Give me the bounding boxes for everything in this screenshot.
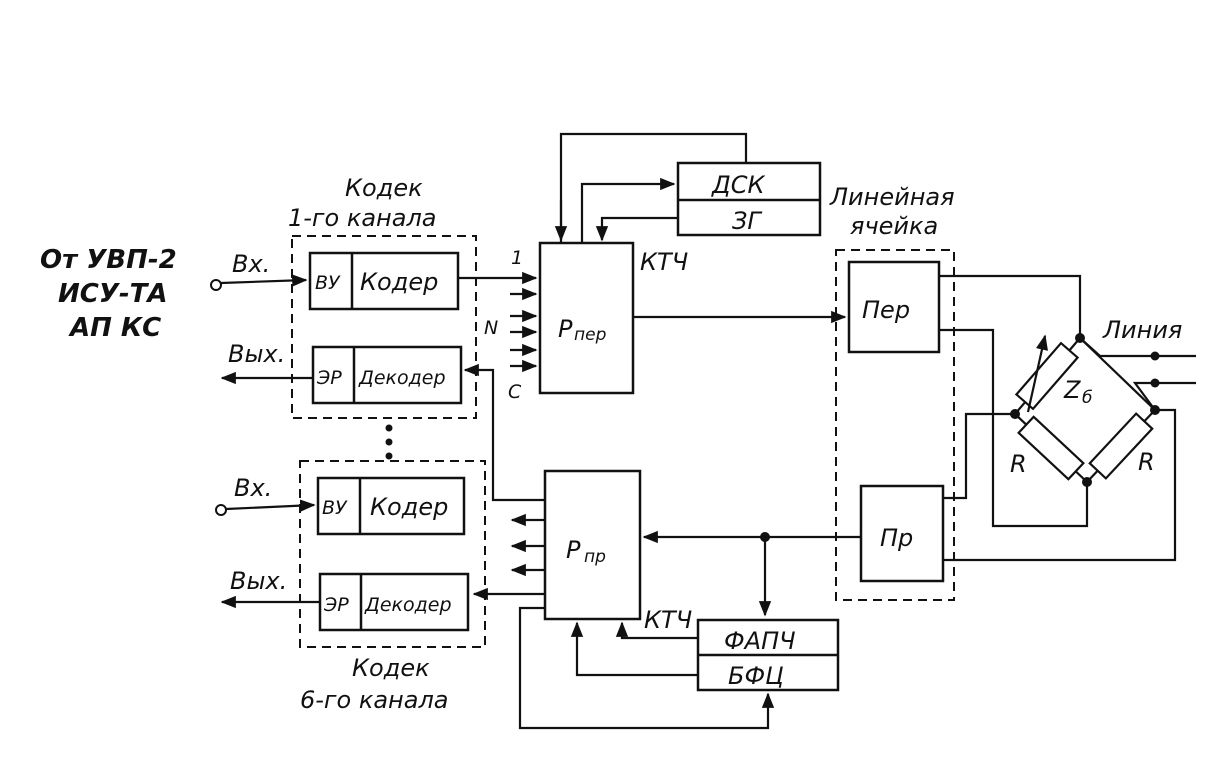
codec6-out-label: Вых. (230, 567, 287, 595)
codec1-vu-label: ВУ (315, 272, 341, 294)
codec1-coder-block (308, 251, 460, 311)
r-per-input-1: 1 (511, 247, 523, 269)
line-cell-title-1: Линейная (829, 183, 955, 211)
r-pr-main: P (566, 536, 581, 564)
codec6-decoder-label: Декодер (364, 594, 452, 616)
codec1-coder-label: Кодер (360, 268, 438, 296)
source-line-2: ИСУ-ТА (58, 279, 168, 309)
codec6-vu-label: ВУ (322, 497, 348, 519)
source-line-3: АП КС (68, 313, 161, 343)
source-line-1: От УВП-2 (40, 245, 177, 275)
z-sub-label: б (1082, 388, 1092, 408)
fapch-bfc-block: ФАПЧ БФЦ (518, 606, 840, 730)
per-block (847, 260, 941, 354)
codec6-in-label: Вх. (234, 474, 272, 502)
dsk-label: ДСК (711, 171, 766, 199)
r-pr-ktch: КТЧ (644, 606, 692, 634)
hybrid-bridge: Z б R R Линия (939, 274, 1196, 562)
codec6-input-terminal (215, 504, 227, 516)
bfc-label: БФЦ (728, 662, 784, 690)
codec1-title-2: 1-го канала (288, 204, 437, 232)
per-label: Пер (862, 296, 910, 324)
r-per-block: P пер 1 N C КТЧ (458, 241, 847, 403)
line-label: Линия (1102, 316, 1182, 344)
codec-channel-1: Кодек 1-го канала ВУ Кодер ЭР Декодер Вх… (210, 174, 477, 419)
r-per-main: P (558, 315, 573, 343)
r-resistor-left (1017, 415, 1085, 481)
codec1-input-terminal (210, 279, 222, 291)
codec6-er-label: ЭР (323, 594, 349, 616)
codec1-er-label: ЭР (316, 367, 342, 389)
line-cell: Линейная ячейка Пер Пр (829, 183, 955, 601)
channel-ellipsis (385, 424, 393, 460)
codec6-frame (299, 460, 486, 648)
r-per-sub: пер (574, 325, 607, 345)
source-label: От УВП-2 ИСУ-ТА АП КС (40, 245, 177, 343)
r-per-rect (538, 241, 635, 395)
codec6-title-1: Кодек (352, 654, 430, 682)
r-label-right: R (1138, 448, 1155, 476)
r-per-ktch: КТЧ (640, 248, 688, 276)
codec6-title-2: 6-го канала (300, 686, 449, 714)
codec1-out-label: Вых. (228, 340, 285, 368)
r-label-left: R (1010, 450, 1027, 478)
codec6-coder-block (316, 476, 466, 536)
zg-label: ЗГ (732, 207, 762, 235)
r-pr-block: P пр КТЧ (463, 363, 860, 634)
pr-label: Пр (880, 524, 913, 552)
r-resistor-right (1088, 412, 1154, 480)
codec6-coder-label: Кодер (370, 493, 448, 521)
dsk-zg-block: ДСК ЗГ (554, 132, 822, 243)
fapch-label: ФАПЧ (724, 627, 796, 655)
r-pr-sub: пр (584, 547, 606, 567)
codec1-decoder-block (311, 345, 463, 405)
codec1-in-label: Вх. (232, 250, 270, 278)
codec1-frame (291, 235, 477, 419)
r-per-input-n: N (484, 317, 498, 339)
r-per-input-c: C (508, 381, 522, 403)
codec-channel-6: ВУ Кодер ЭР Декодер Вх. Вых. Кодек 6-го … (215, 460, 486, 714)
codec1-title-1: Кодек (345, 174, 423, 202)
r-pr-rect (543, 469, 642, 621)
pr-block (859, 484, 945, 583)
line-cell-frame (835, 249, 955, 601)
line-cell-title-2: ячейка (850, 212, 938, 240)
z-label: Z (1063, 376, 1081, 404)
codec1-decoder-label: Декодер (358, 367, 446, 389)
